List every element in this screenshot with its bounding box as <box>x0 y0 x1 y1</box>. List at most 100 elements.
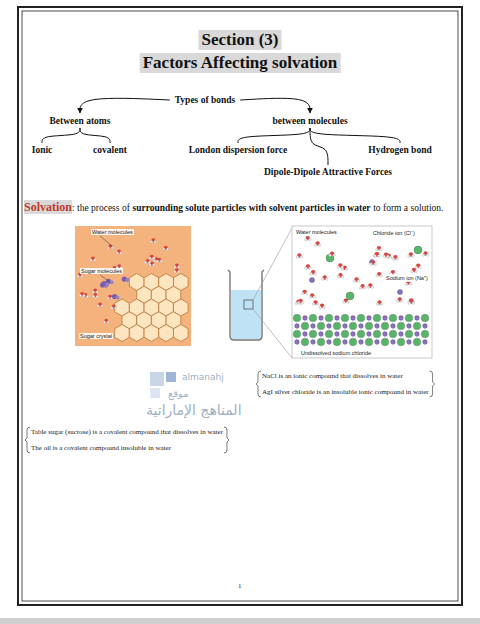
sodium-ion <box>367 332 372 337</box>
beaker-water <box>231 290 261 339</box>
curved-arrow <box>240 98 310 113</box>
hydrogen-atom <box>305 267 308 270</box>
hydrogen-atom <box>374 254 377 257</box>
sodium-ion <box>319 332 324 337</box>
sodium-ion <box>383 316 388 321</box>
oxygen-atom <box>175 264 179 268</box>
chloride-ion <box>421 314 429 322</box>
hydrogen-atom <box>323 306 326 309</box>
page-frame-inner <box>22 11 458 601</box>
oxygen-atom <box>157 258 161 262</box>
sodium-ion <box>351 332 356 337</box>
bond-type-label: Types of bonds <box>172 94 239 106</box>
sodium-ion <box>375 340 380 345</box>
sodium-ion <box>351 316 356 321</box>
bracket <box>430 371 435 397</box>
page-number: 1 <box>238 582 242 590</box>
key-term: Solvation <box>24 200 72 214</box>
hydrogen-atom <box>337 266 340 269</box>
hydrogen-atom <box>419 266 422 269</box>
hydrogen-atom <box>94 259 96 261</box>
hydrogen-atom <box>107 321 109 323</box>
definition-text: surrounding solute particles with solven… <box>132 203 370 213</box>
chloride-ion <box>421 330 429 338</box>
sodium-ion <box>311 324 316 329</box>
chloride-ion <box>365 338 373 346</box>
hydrogen-atom <box>177 271 179 273</box>
logo-block <box>150 388 160 398</box>
chloride-ion <box>301 322 309 330</box>
sodium-ion <box>309 277 314 282</box>
hydrogen-atom <box>325 278 328 281</box>
sodium-ion <box>375 324 380 329</box>
hydrogen-atom <box>79 294 81 296</box>
salt-ground <box>292 226 432 358</box>
beaker <box>228 228 292 358</box>
brace-connector <box>238 128 310 143</box>
sodium-ion <box>327 324 332 329</box>
chloride-ion <box>309 330 317 338</box>
hydrogen-atom <box>422 254 425 257</box>
sugar-molecule <box>116 295 120 299</box>
hydrogen-atom <box>357 280 360 283</box>
oxygen-atom <box>108 295 112 299</box>
hydrogen-atom <box>101 305 103 307</box>
brace-connector <box>80 128 110 143</box>
hydrogen-atom <box>178 266 180 268</box>
sodium-ion <box>295 324 300 329</box>
bracket <box>224 427 229 453</box>
chloride-ion <box>293 330 301 338</box>
hydrogen-atom <box>376 303 379 306</box>
hydrogen-atom <box>321 278 324 281</box>
hydrogen-atom <box>371 286 374 289</box>
sodium-ion <box>343 340 348 345</box>
hydrogen-atom <box>300 256 303 259</box>
hydrogen-atom <box>92 291 94 293</box>
hydrogen-atom <box>145 261 147 263</box>
statement: The oil is a covalent compound insoluble… <box>31 444 171 452</box>
chloride-ion <box>349 338 357 346</box>
chloride-ion <box>357 314 365 322</box>
chloride-ion <box>346 292 354 300</box>
hydrogen-atom <box>86 295 88 297</box>
hydrogen-atom <box>314 273 317 276</box>
sugar-hexagon <box>159 325 174 342</box>
hydrogen-atom <box>376 248 379 251</box>
sugar-hexagon <box>129 325 144 342</box>
bond-type-label: London dispersion force <box>186 144 291 156</box>
hydrogen-atom <box>396 300 399 303</box>
chloride-ion <box>349 322 357 330</box>
hydrogen-atom <box>156 260 158 262</box>
illustration-label: Sodium ion (Na⁺) <box>385 274 429 282</box>
sugar-molecule <box>105 283 109 287</box>
sodium-ion <box>423 324 428 329</box>
hydrogen-atom <box>370 263 373 266</box>
hydrogen-atom <box>309 296 312 299</box>
oxygen-atom <box>150 255 154 259</box>
hydrogen-atom <box>347 301 350 304</box>
beaker-glass <box>228 270 264 340</box>
sodium-ion <box>423 340 428 345</box>
statement: Table sugar (sucrose) is a covalent comp… <box>31 428 223 436</box>
illustration-label: Sugar molecules <box>80 268 123 274</box>
node-text: Between atoms <box>50 116 111 126</box>
bond-type-label: covalent <box>90 144 130 156</box>
sodium-ion <box>397 289 402 294</box>
leader-line <box>100 275 110 282</box>
chloride-ion <box>413 322 421 330</box>
hydrogen-atom <box>310 273 313 276</box>
chloride-ion <box>301 338 309 346</box>
hydrogen-atom <box>297 301 300 304</box>
chloride-ion <box>341 330 349 338</box>
hydrogen-atom <box>318 244 321 247</box>
sodium-ion <box>407 340 412 345</box>
hydrogen-atom <box>83 294 85 296</box>
sodium-ion <box>335 316 340 321</box>
sodium-ion <box>407 324 412 329</box>
hydrogen-atom <box>304 238 307 241</box>
hydrogen-atom <box>343 301 346 304</box>
hydrogen-atom <box>380 248 383 251</box>
